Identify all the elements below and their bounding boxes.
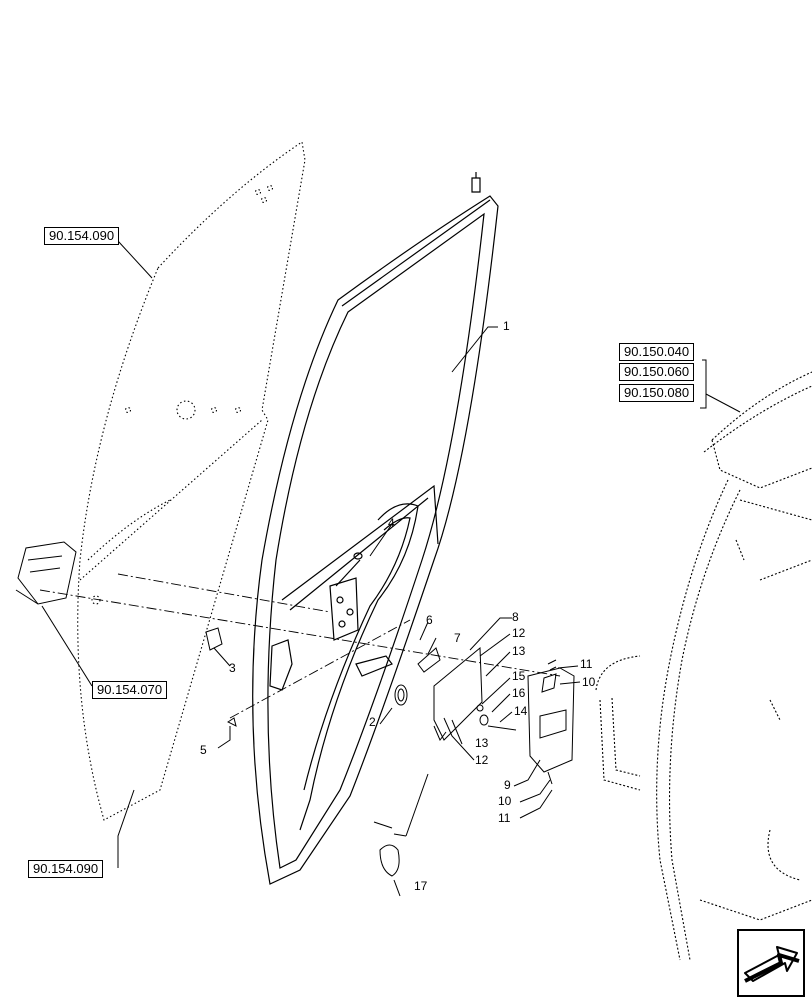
ref-handle[interactable]: 90.154.070 [92,681,168,699]
callout-17: 17 [414,879,428,893]
callout-6: 6 [426,613,433,627]
outside-door-handle [15,541,77,605]
ref-cab-1[interactable]: 90.150.040 [619,343,695,361]
callout-1: 1 [503,319,510,333]
part-11-screw [547,771,553,785]
callout-7: 7 [454,631,461,645]
callout-16: 16 [512,686,526,700]
callout-15: 15 [512,669,526,683]
ref-cab-2[interactable]: 90.150.060 [619,363,695,381]
callout-8: 8 [512,610,519,624]
callout-5: 5 [200,743,207,757]
ref-cab-3[interactable]: 90.150.080 [619,384,695,402]
callout-10a: 10 [582,675,596,689]
part-15-washer [476,704,484,712]
callout-13b: 13 [475,736,489,750]
callout-11a: 11 [580,657,593,671]
callout-9: 9 [504,778,511,792]
callout-10b: 10 [498,794,512,808]
part-2-seal [394,684,408,706]
door-frame [252,172,499,885]
callout-11b: 11 [498,811,511,825]
next-page-arrow-icon[interactable] [737,929,805,997]
callout-12a: 12 [512,626,526,640]
callout-2: 2 [369,715,376,729]
part-14-pin [487,725,517,731]
part-8-bracket [433,646,483,741]
cab-structure [595,371,812,961]
part-3-clip [205,627,223,651]
callout-12b: 12 [475,753,489,767]
callout-4: 4 [388,516,395,530]
part-6-plate [417,647,441,673]
part-17-cap [379,844,400,877]
ref-glass-bottom[interactable]: 90.154.090 [28,860,104,878]
callout-3: 3 [229,661,236,675]
leader-lines [41,240,741,897]
callout-13a: 13 [512,644,526,658]
callout-14: 14 [514,704,528,718]
part-5-screw [227,717,237,727]
ref-glass-top[interactable]: 90.154.090 [44,227,120,245]
assembly-axis [39,573,561,719]
part-16-washer [479,714,489,726]
